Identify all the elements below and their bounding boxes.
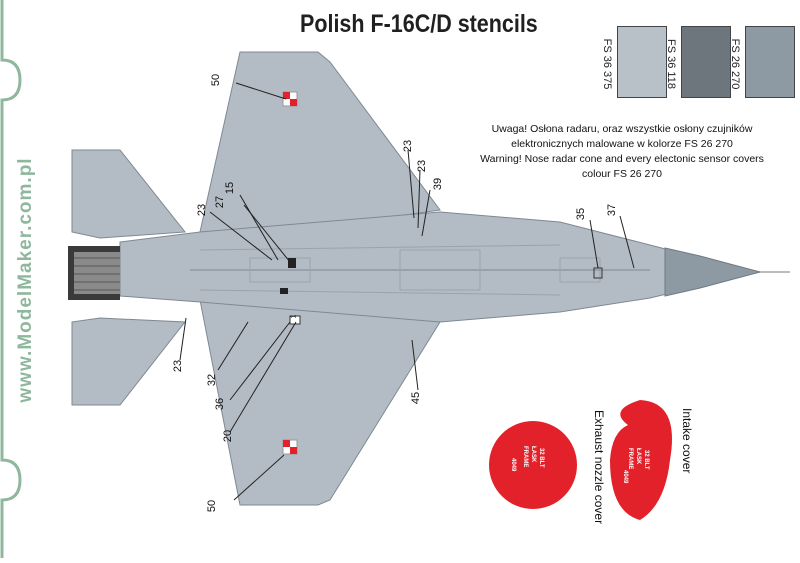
- swatch-fs36118: [681, 26, 731, 98]
- callout-45: 45: [410, 391, 423, 405]
- callout-36: 36: [214, 397, 227, 411]
- callout-39: 39: [432, 177, 445, 191]
- callout-20: 20: [222, 429, 235, 443]
- lower-stabilizer: [71, 317, 186, 406]
- callout-27: 27: [214, 195, 227, 209]
- intake-cover-text-1: 32 BLT: [643, 450, 649, 470]
- warning-line-4: colour FS 26 270: [582, 168, 662, 180]
- exhaust-cover-text-2: ŁASK: [530, 446, 536, 463]
- radome: [664, 247, 762, 297]
- callout-23-b: 23: [416, 159, 429, 173]
- swatch-fs26270: [745, 26, 795, 98]
- callout-1: 1: [290, 314, 298, 319]
- roundel-top: [282, 91, 298, 107]
- intake-cover: [610, 400, 672, 520]
- intake-cover-label: Intake cover: [680, 408, 694, 474]
- swatch-fs36375: [617, 26, 667, 98]
- callout-15: 15: [224, 181, 237, 195]
- callout-23-bottom: 23: [172, 359, 185, 373]
- exhaust-cover-text-4: 4049: [510, 458, 516, 472]
- warning-line-3: Warning! Nose radar cone and every elect…: [480, 153, 764, 165]
- callout-50-top: 50: [210, 73, 223, 87]
- exhaust-cover-text-1: 32 BLT: [538, 448, 544, 468]
- exhaust-cover: [489, 421, 577, 509]
- callout-37: 37: [606, 203, 619, 217]
- intake-cover-text-3: FRAME: [627, 448, 633, 469]
- warning-note: Uwaga! Osłona radaru, oraz wszystkie osł…: [452, 122, 792, 182]
- page-title: Polish F-16C/D stencils: [300, 10, 538, 38]
- callout-35: 35: [575, 207, 588, 221]
- brand-strip: www.ModelMaker.com.pl: [0, 0, 62, 558]
- intake-cover-text-4: 4049: [622, 470, 628, 484]
- exhaust-cover-text-3: FRAME: [522, 446, 528, 467]
- callout-23-left: 23: [196, 203, 209, 217]
- callout-50-bottom: 50: [206, 499, 219, 513]
- brand-border: [0, 0, 22, 558]
- upper-stabilizer: [71, 149, 186, 239]
- warning-line-1: Uwaga! Osłona radaru, oraz wszystkie osł…: [491, 123, 753, 135]
- roundel-bottom: [282, 439, 298, 455]
- exhaust-cover-label: Exhaust nozzle cover: [592, 410, 606, 525]
- warning-line-2: elektronicznych malowane w kolorze FS 26…: [511, 138, 733, 150]
- callout-32: 32: [206, 373, 219, 387]
- lower-wing: [199, 299, 441, 506]
- callout-23-a: 23: [402, 139, 415, 153]
- intake-cover-text-2: ŁASK: [635, 448, 641, 465]
